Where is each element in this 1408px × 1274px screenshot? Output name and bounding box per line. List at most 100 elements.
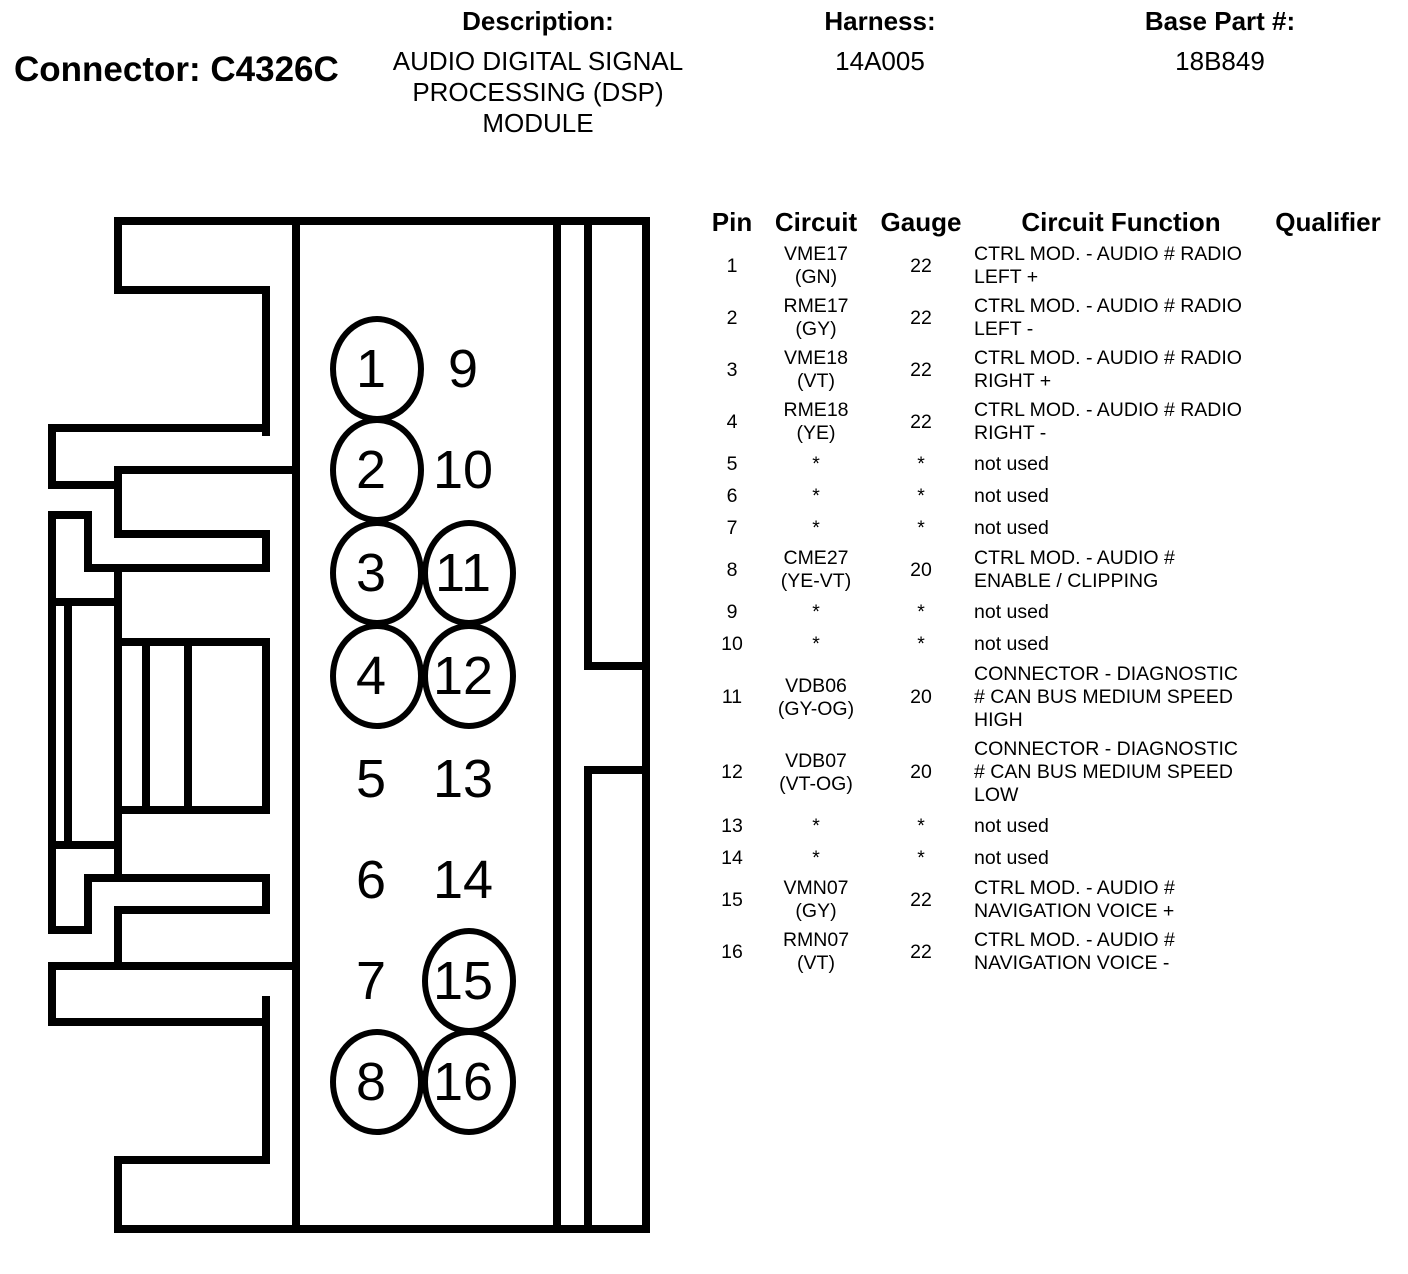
pin-number-cell: 13: [721, 814, 743, 837]
pin-number-cell: 15: [721, 888, 743, 911]
circuit-id: *: [812, 452, 820, 475]
circuit-cell: *: [764, 512, 868, 544]
gauge-cell: *: [917, 632, 925, 655]
wire-color: (YE-VT): [780, 570, 852, 592]
gauge-cell: *: [917, 452, 925, 475]
pin-number-label: 15: [433, 951, 493, 1011]
table-row: 6**not used: [700, 480, 1388, 512]
gauge-cell: *: [917, 600, 925, 623]
gauge-cell: *: [917, 846, 925, 869]
circuit-function-cell: not used: [974, 814, 1049, 837]
pin-number-label: 4: [356, 646, 386, 706]
qualifier-cell: [1268, 660, 1388, 735]
pin-number-cell: 7: [726, 516, 738, 539]
circuit-id: *: [812, 814, 820, 837]
qualifier-cell: [1268, 874, 1388, 926]
wire-color: (VT-OG): [779, 772, 853, 795]
qualifier-cell: [1268, 842, 1388, 874]
pin-number-label: 2: [356, 440, 386, 500]
circuit-id: RMN07: [782, 929, 850, 951]
circuit-cell: VME18(VT): [764, 344, 868, 396]
qualifier-cell: [1268, 926, 1388, 978]
gauge-cell: 22: [910, 888, 932, 911]
circuit-id: *: [812, 600, 820, 623]
table-row: 14**not used: [700, 842, 1388, 874]
wire-color: (GN): [794, 266, 838, 288]
circuit-cell: *: [764, 480, 868, 512]
pin-cavity: 6: [356, 850, 386, 910]
qualifier-cell: [1268, 292, 1388, 344]
table-row: 7**not used: [700, 512, 1388, 544]
qualifier-cell: [1268, 512, 1388, 544]
pin-ring: [330, 623, 424, 729]
circuit-function-cell: CONNECTOR - DIAGNOSTIC # CAN BUS MEDIUM …: [974, 663, 1238, 731]
table-row: 5 * * not used: [700, 448, 1388, 480]
table-header-row: Pin Circuit Gauge Circuit Function Quali…: [700, 204, 1388, 240]
circuit-id: *: [812, 846, 820, 869]
wire-color: (GY): [795, 900, 837, 922]
pin-number-cell: 1: [726, 254, 738, 277]
circuit-function-cell: not used: [974, 452, 1049, 475]
gauge-cell: 22: [910, 410, 932, 433]
pin-number-cell: 2: [726, 306, 738, 329]
circuit-function-cell: CTRL MOD. - AUDIO # RADIO LEFT +: [974, 243, 1242, 288]
pin-number-label: 8: [356, 1052, 386, 1112]
pin-number-cell: 10: [721, 632, 743, 655]
pin-number-cell: 12: [721, 761, 743, 783]
wire-color: (YE): [796, 422, 836, 444]
wire-color: (VT): [797, 370, 835, 392]
pin-cavity: 14: [433, 850, 493, 910]
pin-ring: [422, 623, 516, 729]
pin-cavity: 8: [330, 1029, 424, 1135]
pin-number-cell: 6: [726, 484, 738, 507]
column-header-circuit-function: Circuit Function: [1021, 206, 1221, 237]
pin-number-cell: 5: [726, 452, 738, 475]
description-value: AUDIO DIGITAL SIGNAL PROCESSING (DSP) MO…: [370, 46, 706, 139]
column-header-qualifier: Qualifier: [1275, 206, 1381, 237]
table-row: 9**not used: [700, 596, 1388, 628]
pin-cavity: 7: [356, 951, 386, 1011]
description-label: Description:: [462, 6, 614, 36]
circuit-id: CME27: [783, 547, 849, 569]
pin-cavity: 3: [330, 520, 424, 626]
pin-number-cell: 8: [726, 558, 738, 581]
gauge-cell: 20: [910, 686, 932, 708]
pin-cavity: 12: [422, 623, 516, 729]
circuit-cell: VME17(GN): [764, 240, 868, 292]
gauge-cell: 22: [910, 306, 932, 329]
pin-number-label: 3: [356, 543, 386, 603]
circuit-cell: VDB06(GY-OG): [764, 660, 868, 735]
pin-number-cell: 4: [726, 410, 738, 433]
gauge-cell: 22: [910, 358, 932, 381]
pin-cavity: 13: [433, 749, 493, 809]
circuit-id: *: [812, 632, 820, 655]
qualifier-cell: [1268, 448, 1388, 480]
pin-cavity: 16: [422, 1029, 516, 1135]
base-part-label: Base Part #:: [1144, 6, 1296, 36]
pin-number-label: 6: [356, 850, 386, 910]
column-header-gauge: Gauge: [880, 206, 962, 237]
gauge-cell: 20: [910, 558, 932, 581]
pin-cavity: 15: [422, 928, 516, 1034]
column-header-circuit: Circuit: [774, 206, 858, 237]
circuit-function-cell: not used: [974, 632, 1049, 655]
circuit-cell: CME27(YE-VT): [764, 544, 868, 596]
circuit-id: VMN07: [783, 877, 849, 899]
circuit-id: *: [812, 484, 820, 507]
circuit-cell: *: [764, 810, 868, 842]
pin-number-label: 10: [433, 440, 493, 500]
pin-cavity: 10: [433, 440, 493, 500]
circuit-cell: RMN07(VT): [764, 926, 868, 978]
table-row: 13**not used: [700, 810, 1388, 842]
base-part-value: 18B849: [1175, 46, 1265, 76]
pin-number-label: 11: [435, 543, 491, 603]
circuit-cell: VDB07(VT-OG): [764, 735, 868, 810]
description-line: MODULE: [482, 108, 594, 138]
qualifier-cell: [1268, 240, 1388, 292]
wire-color: (VT): [797, 952, 835, 974]
column-header-pin: Pin: [711, 206, 753, 237]
